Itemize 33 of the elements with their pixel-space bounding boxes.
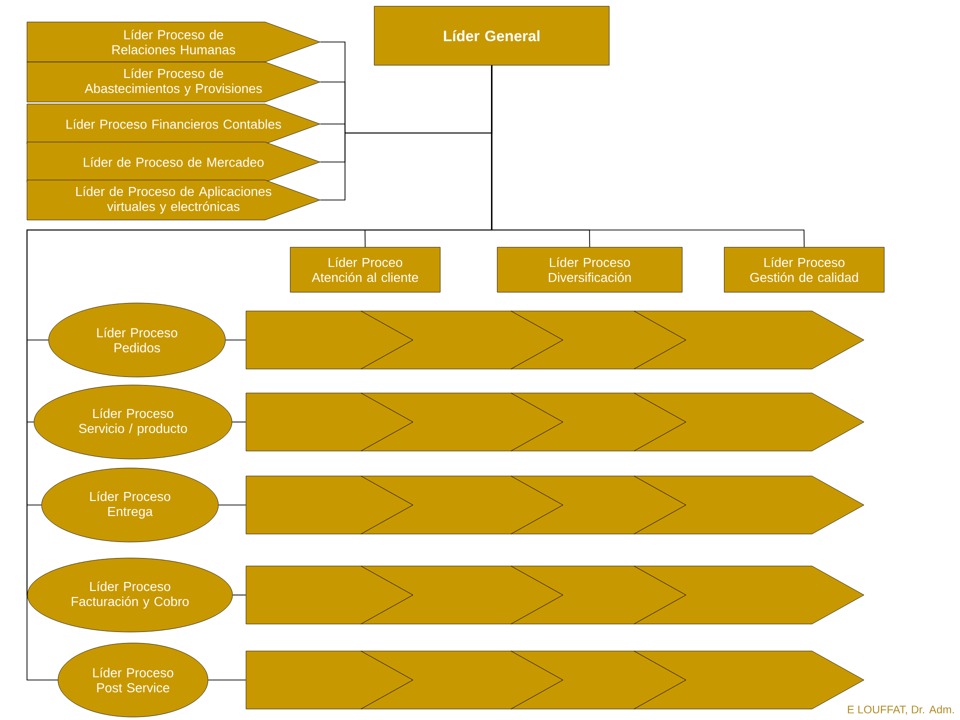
pentagon-box: Líder Proceso de Abastecimientos y Provisiones — [26, 62, 320, 102]
chevron-segment — [510, 392, 686, 452]
chevron-segment — [360, 476, 564, 534]
process-box: Líder Proceo Atención al cliente — [290, 247, 440, 292]
process-box: Líder General — [374, 6, 610, 66]
chevron-segment — [246, 566, 414, 624]
pentagon-box: Líder Proceso de Relaciones Humanas — [26, 22, 320, 62]
pentagon-box: Líder de Proceso de Mercadeo — [26, 142, 320, 182]
credit-text: E LOUFFAT, Dr. Adm. — [848, 705, 954, 715]
chevron-segment — [510, 650, 686, 710]
chevron-segment — [246, 310, 414, 370]
chevron-segment — [360, 566, 564, 624]
pentagon-box: Líder de Proceso de Aplicaciones virtuales y electrónicas — [26, 180, 320, 220]
chevron-segment — [246, 476, 414, 534]
process-box: Líder Proceso Gestión de calidad — [724, 247, 884, 292]
tree-connector — [26, 65, 492, 680]
tree-connector — [320, 42, 492, 200]
connector-line — [218, 504, 246, 506]
pentagon-box: Líder Proceso Financieros Contables — [26, 104, 320, 144]
process-box: Líder Proceso Diversificación — [497, 247, 682, 292]
chevron-segment — [634, 310, 864, 370]
chevron-segment — [360, 392, 564, 452]
chevron-segment — [634, 566, 864, 624]
chevron-segment — [634, 392, 864, 452]
chevron-segment — [360, 310, 564, 370]
chevron-segment — [360, 650, 564, 710]
chevron-segment — [510, 566, 686, 624]
chevron-segment — [246, 650, 414, 710]
chevron-segment — [510, 476, 686, 534]
chevron-segment — [510, 310, 686, 370]
chevron-segment — [246, 392, 414, 452]
chevron-segment — [634, 476, 864, 534]
connector-line — [232, 594, 246, 596]
